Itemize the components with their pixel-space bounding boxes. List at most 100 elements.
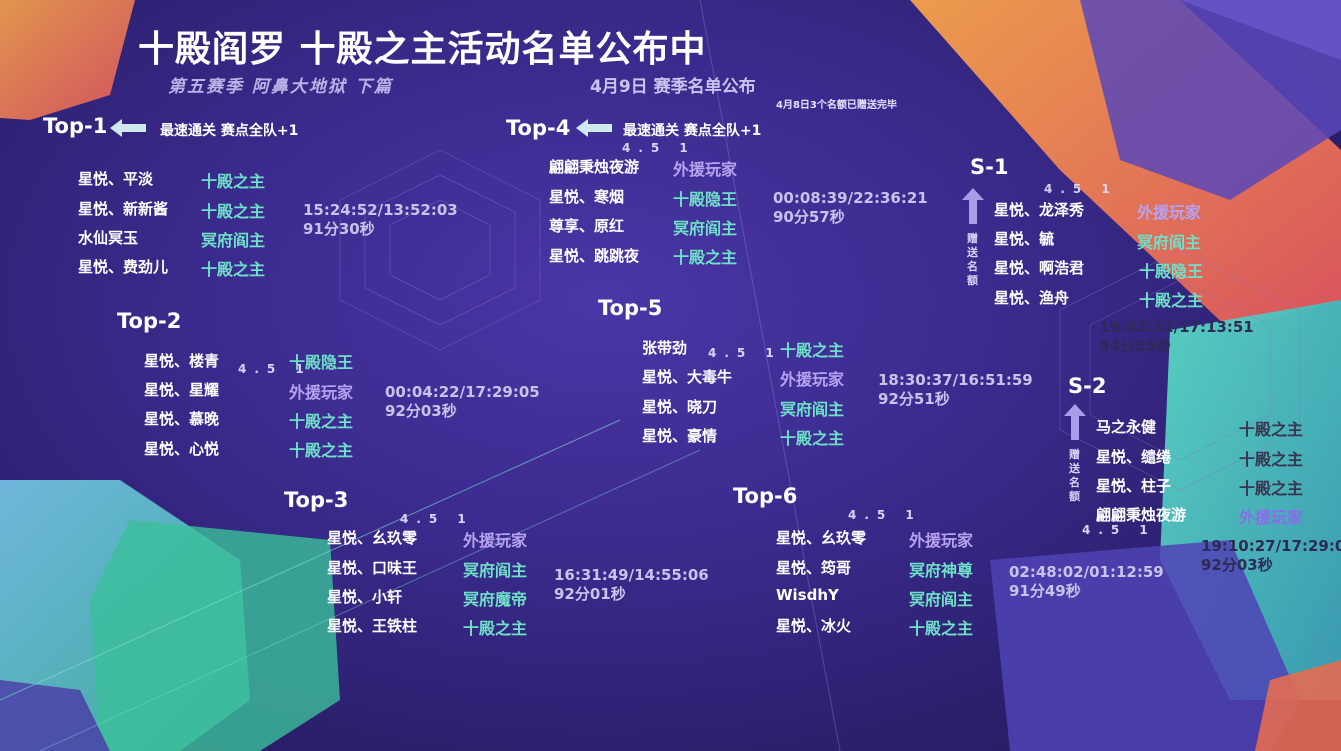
group-title-top1: Top-1 [43,114,108,138]
member-role: 冥府神尊 [909,561,974,580]
gift-quota-label: 赠送名额 [1069,448,1080,503]
member-name: 星悦、王铁柱 [327,617,418,635]
member-role: 十殿之主 [201,172,266,191]
member-name: 翩翩秉烛夜游 [1096,506,1187,524]
group-title-top5: Top-5 [598,296,663,320]
group-title-top6: Top-6 [733,484,798,508]
member-name: 星悦、幺玖零 [327,529,418,547]
member-role: 十殿之主 [1239,450,1304,469]
member-role: 十殿之主 [201,260,266,279]
member-name: 张带劲 [642,339,688,357]
time-range: 18:30:37/16:51:59 [878,371,1033,389]
total-time: 92分01秒 [554,585,626,603]
total-time: 90分57秒 [773,208,845,226]
member-role: 十殿之主 [201,202,266,221]
group-title-top3: Top-3 [284,488,349,512]
member-name: 星悦、跳跳夜 [549,247,640,265]
marker: 4.5 1 [400,512,474,526]
total-time: 92分03秒 [1201,556,1273,574]
member-name: 星悦、平淡 [78,170,154,188]
member-name: 星悦、龙泽秀 [994,201,1085,219]
top4-reward: 最速通关 赛点全队+1 [623,123,762,139]
member-name: 星悦、大毒牛 [642,368,733,386]
member-role: 外援玩家 [289,383,354,402]
member-role: 十殿之主 [909,619,974,638]
member-name: 星悦、冰火 [776,617,852,635]
member-role: 十殿之主 [1139,291,1204,310]
member-role: 外援玩家 [909,531,974,550]
member-role: 十殿之主 [780,429,845,448]
time-range: 02:48:02/01:12:59 [1009,563,1164,581]
arrow-up-icon [962,188,984,224]
member-name: 星悦、星耀 [144,381,220,399]
member-role: 冥府魔帝 [463,590,528,609]
group-title-top2: Top-2 [117,309,182,333]
member-role: 冥府阎主 [780,400,845,419]
member-role: 十殿之主 [780,341,845,360]
member-name: 星悦、豪情 [642,427,718,445]
member-role: 外援玩家 [1239,508,1304,527]
member-name: 尊享、原红 [549,217,625,235]
member-name: 星悦、口味王 [327,559,418,577]
member-name: 星悦、晓刀 [642,398,718,416]
arrow-up-icon [1064,404,1086,440]
group-title-s2: S-2 [1068,374,1107,398]
member-role: 十殿隐王 [289,353,354,372]
member-name: 星悦、小轩 [327,588,403,606]
member-role: 外援玩家 [1137,203,1202,222]
group-title-top4: Top-4 [506,116,571,140]
quota-note: 4月8日3个名额已赠送完毕 [776,100,897,111]
marker: 4.5 1 [848,508,922,522]
member-role: 冥府阎主 [1137,233,1202,252]
member-name: 翩翩秉烛夜游 [549,158,640,176]
member-role: 十殿之主 [1239,420,1304,439]
marker: 4.5 1 [1044,182,1118,196]
member-name: WisdhY [776,586,839,604]
member-name: 星悦、慕晚 [144,410,220,428]
marker: 4.5 1 [622,141,696,155]
announce-date: 4月9日 赛季名单公布 [590,77,756,97]
top1-reward: 最速通关 赛点全队+1 [160,123,299,139]
member-name: 星悦、幺玖零 [776,529,867,547]
member-role: 冥府阎主 [673,219,738,238]
member-role: 外援玩家 [673,160,738,179]
member-name: 星悦、毓 [994,230,1055,248]
group-title-s1: S-1 [970,155,1009,179]
member-name: 星悦、心悦 [144,440,220,458]
total-time: 92分03秒 [385,402,457,420]
time-range: 16:31:49/14:55:06 [554,566,709,584]
gift-quota-label: 赠送名额 [967,232,978,287]
marker: 4.5 1 [708,346,782,360]
total-time: 91分30秒 [303,220,375,238]
page-title: 十殿阎罗 十殿之主活动名单公布中 [138,29,707,70]
time-range: 15:24:52/13:52:03 [303,201,458,219]
total-time: 91分49秒 [1009,582,1081,600]
member-name: 星悦、柱子 [1096,477,1172,495]
time-range: 00:04:22/17:29:05 [385,383,540,401]
member-role: 十殿之主 [463,619,528,638]
arrow-left-icon [110,119,146,137]
member-name: 星悦、渔舟 [994,289,1070,307]
member-name: 星悦、寒烟 [549,188,625,206]
member-role: 十殿之主 [673,248,738,267]
total-time: 94分55秒 [1099,337,1171,355]
member-name: 星悦、费劲儿 [78,258,169,276]
member-role: 十殿之主 [289,412,354,431]
arrow-left-icon [576,119,612,137]
time-range: 19:03:32/17:13:51 [1099,318,1254,336]
member-role: 十殿隐王 [1139,262,1204,281]
member-name: 星悦、楼青 [144,352,220,370]
member-name: 星悦、新新酱 [78,200,169,218]
marker: 4.5 1 [238,362,312,376]
marker: 4.5 1 [1082,523,1156,537]
member-role: 冥府阎主 [463,561,528,580]
